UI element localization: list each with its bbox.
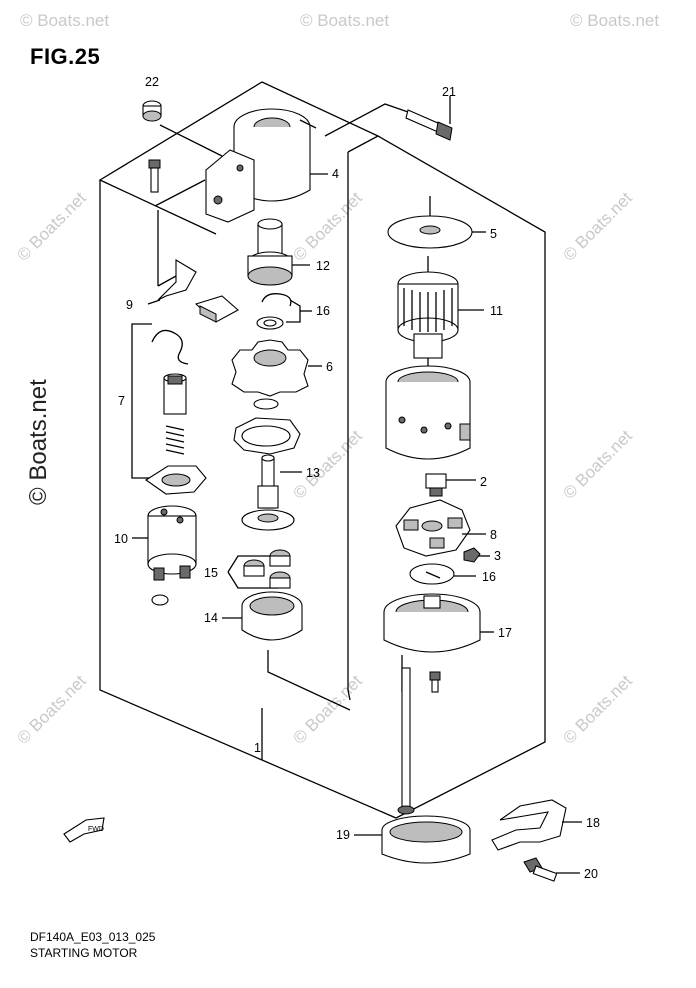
housing-bolt [148, 159, 161, 193]
watermark: © Boats.net [570, 11, 659, 30]
part-21-bolt [405, 96, 453, 141]
part-8-brush-holder [395, 499, 486, 557]
part-15-planetary-gears [227, 549, 291, 589]
fwd-label: FWD [88, 826, 104, 833]
callout-4: 4 [332, 167, 339, 181]
callout-12: 12 [316, 259, 330, 273]
watermark: © Boats.net [20, 11, 109, 30]
watermark: © Boats.net [300, 11, 389, 30]
part-16-clip-washer [256, 293, 312, 330]
part-5-plate [387, 196, 486, 249]
callout-17: 17 [498, 626, 512, 640]
part-12-pinion [247, 218, 310, 286]
callout-22: 22 [145, 75, 159, 89]
part-11-armature [397, 256, 484, 368]
part-10-solenoid [132, 505, 197, 606]
callout-10: 10 [114, 532, 128, 546]
callout-13: 13 [306, 466, 320, 480]
callout-6: 6 [326, 360, 333, 374]
watermark: © Boats.net [289, 671, 366, 748]
callout-2: 2 [480, 475, 487, 489]
part-3-nut [463, 547, 490, 563]
part-4-housing [205, 108, 328, 223]
callout-16-upper: 16 [316, 304, 330, 318]
part-7-solenoid-parts [145, 295, 239, 495]
figure-caption: STARTING MOTOR [30, 946, 138, 960]
callout-21: 21 [442, 85, 456, 99]
assembly-outline [98, 81, 546, 819]
callout-18: 18 [586, 816, 600, 830]
watermark: © Boats.net [559, 188, 636, 265]
part-22-bushing [142, 100, 162, 122]
callout-19: 19 [336, 828, 350, 842]
watermarks: © Boats.net © Boats.net © Boats.net © Bo… [13, 11, 659, 748]
callout-11: 11 [490, 304, 503, 318]
part-2-brush [425, 473, 476, 497]
watermark: © Boats.net [13, 671, 90, 748]
callout-1: 1 [254, 741, 261, 755]
callout-8: 8 [490, 528, 497, 542]
through-bolt [397, 667, 441, 815]
callout-9: 9 [126, 298, 133, 312]
part-16-lower-plate [409, 563, 476, 585]
part-6-gear-housing [231, 339, 322, 397]
part-9-lever [147, 259, 197, 305]
watermark: © Boats.net [559, 426, 636, 503]
callout-3: 3 [494, 549, 501, 563]
part-17-end-cover [383, 593, 494, 653]
callout-20: 20 [584, 867, 598, 881]
yoke-field-frame [385, 365, 471, 460]
watermark: © Boats.net [289, 426, 366, 503]
watermark: © Boats.net [13, 188, 90, 265]
part-18-clamp [491, 799, 582, 851]
watermark: © Boats.net [289, 188, 366, 265]
callout-15: 15 [204, 566, 218, 580]
callouts: 1 2 3 4 5 6 7 8 9 10 11 12 13 14 15 16 1… [114, 75, 600, 881]
part-19-band [354, 815, 471, 864]
figure-code: DF140A_E03_013_025 [30, 930, 156, 944]
callout-7: 7 [118, 394, 125, 408]
watermark: © Boats.net [25, 379, 52, 505]
watermark: © Boats.net [559, 671, 636, 748]
callout-14: 14 [204, 611, 218, 625]
callout-5: 5 [490, 227, 497, 241]
part-20-bolt [523, 857, 580, 882]
figure-title: FIG.25 [30, 44, 101, 69]
part-13-shaft [233, 398, 302, 531]
callout-16-lower: 16 [482, 570, 496, 584]
fwd-arrow-icon: FWD [63, 817, 105, 843]
part-14-internal-gear [222, 591, 303, 641]
